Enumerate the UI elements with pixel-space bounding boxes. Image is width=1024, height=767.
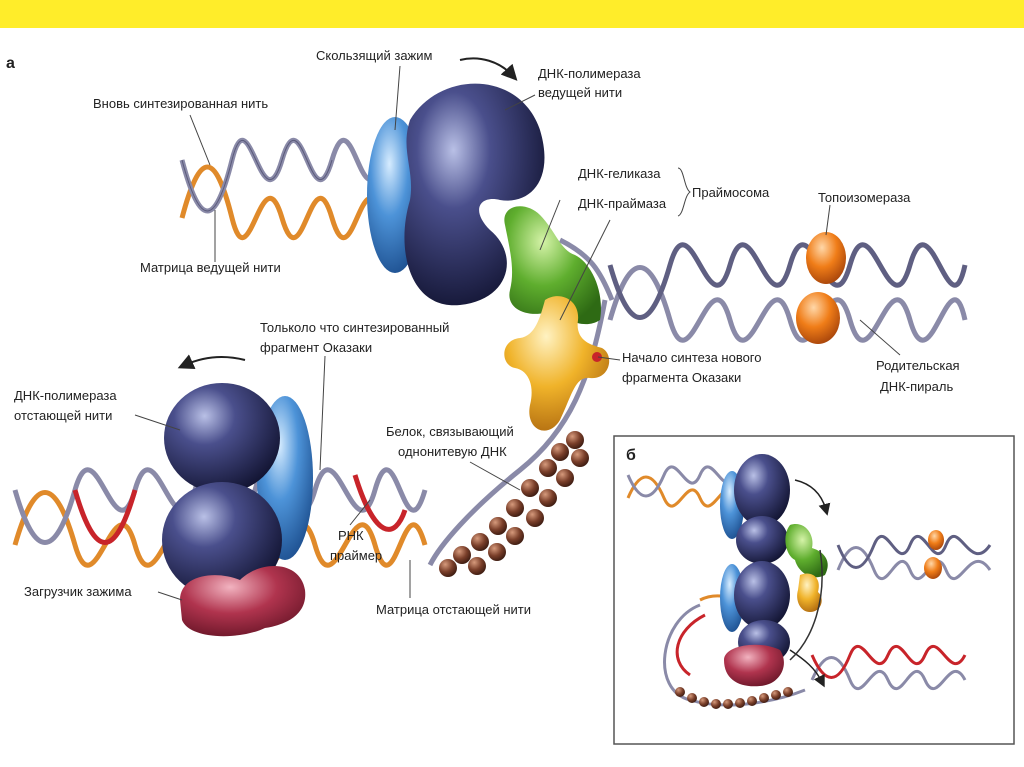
panel-b-letter: б [626, 447, 636, 464]
topoisomerase [796, 232, 846, 344]
label-okazaki-new-2: фрагмент Оказаки [260, 340, 372, 355]
label-leading-polymerase-2: ведущей нити [538, 85, 622, 100]
label-new-strand: Вновь синтезированная нить [93, 96, 268, 111]
lagging-polymerase-top [164, 383, 280, 493]
parental-dna-helix [610, 245, 965, 340]
label-helicase: ДНК-геликаза [578, 166, 661, 181]
label-lagging-polymerase-2: отстающей нити [14, 408, 112, 423]
label-parental-1: Родительская [876, 358, 960, 373]
label-lagging-polymerase-1: ДНК-полимераза [14, 388, 117, 403]
label-ssb-2: однонитевую ДНК [398, 444, 507, 459]
label-clamp-loader: Загрузчик зажима [24, 584, 132, 599]
label-primase: ДНК-праймаза [578, 196, 667, 211]
leading-direction-arrow [460, 58, 512, 75]
label-topoisomerase: Топоизомераза [818, 190, 911, 205]
label-primosome: Праймосома [692, 185, 770, 200]
label-okazaki-start-1: Начало синтеза нового [622, 350, 762, 365]
panel-a-letter: а [6, 55, 15, 72]
lagging-direction-arrow [185, 357, 245, 365]
label-sliding-clamp: Скользящий зажим [316, 48, 433, 63]
label-leading-template: Матрица ведущей нити [140, 260, 281, 275]
label-rna-primer-1: РНК [338, 528, 364, 543]
label-ssb-1: Белок, связывающий [386, 424, 514, 439]
label-leading-polymerase-1: ДНК-полимераза [538, 66, 641, 81]
label-okazaki-new-1: Тольколо что синтезированный [260, 320, 449, 335]
label-okazaki-start-2: фрагмента Оказаки [622, 370, 741, 385]
label-rna-primer-2: праймер [330, 548, 382, 563]
label-parental-2: ДНК-пираль [880, 379, 953, 394]
label-lagging-template: Матрица отстающей нити [376, 602, 531, 617]
inset-panel-b: б [614, 436, 1014, 744]
